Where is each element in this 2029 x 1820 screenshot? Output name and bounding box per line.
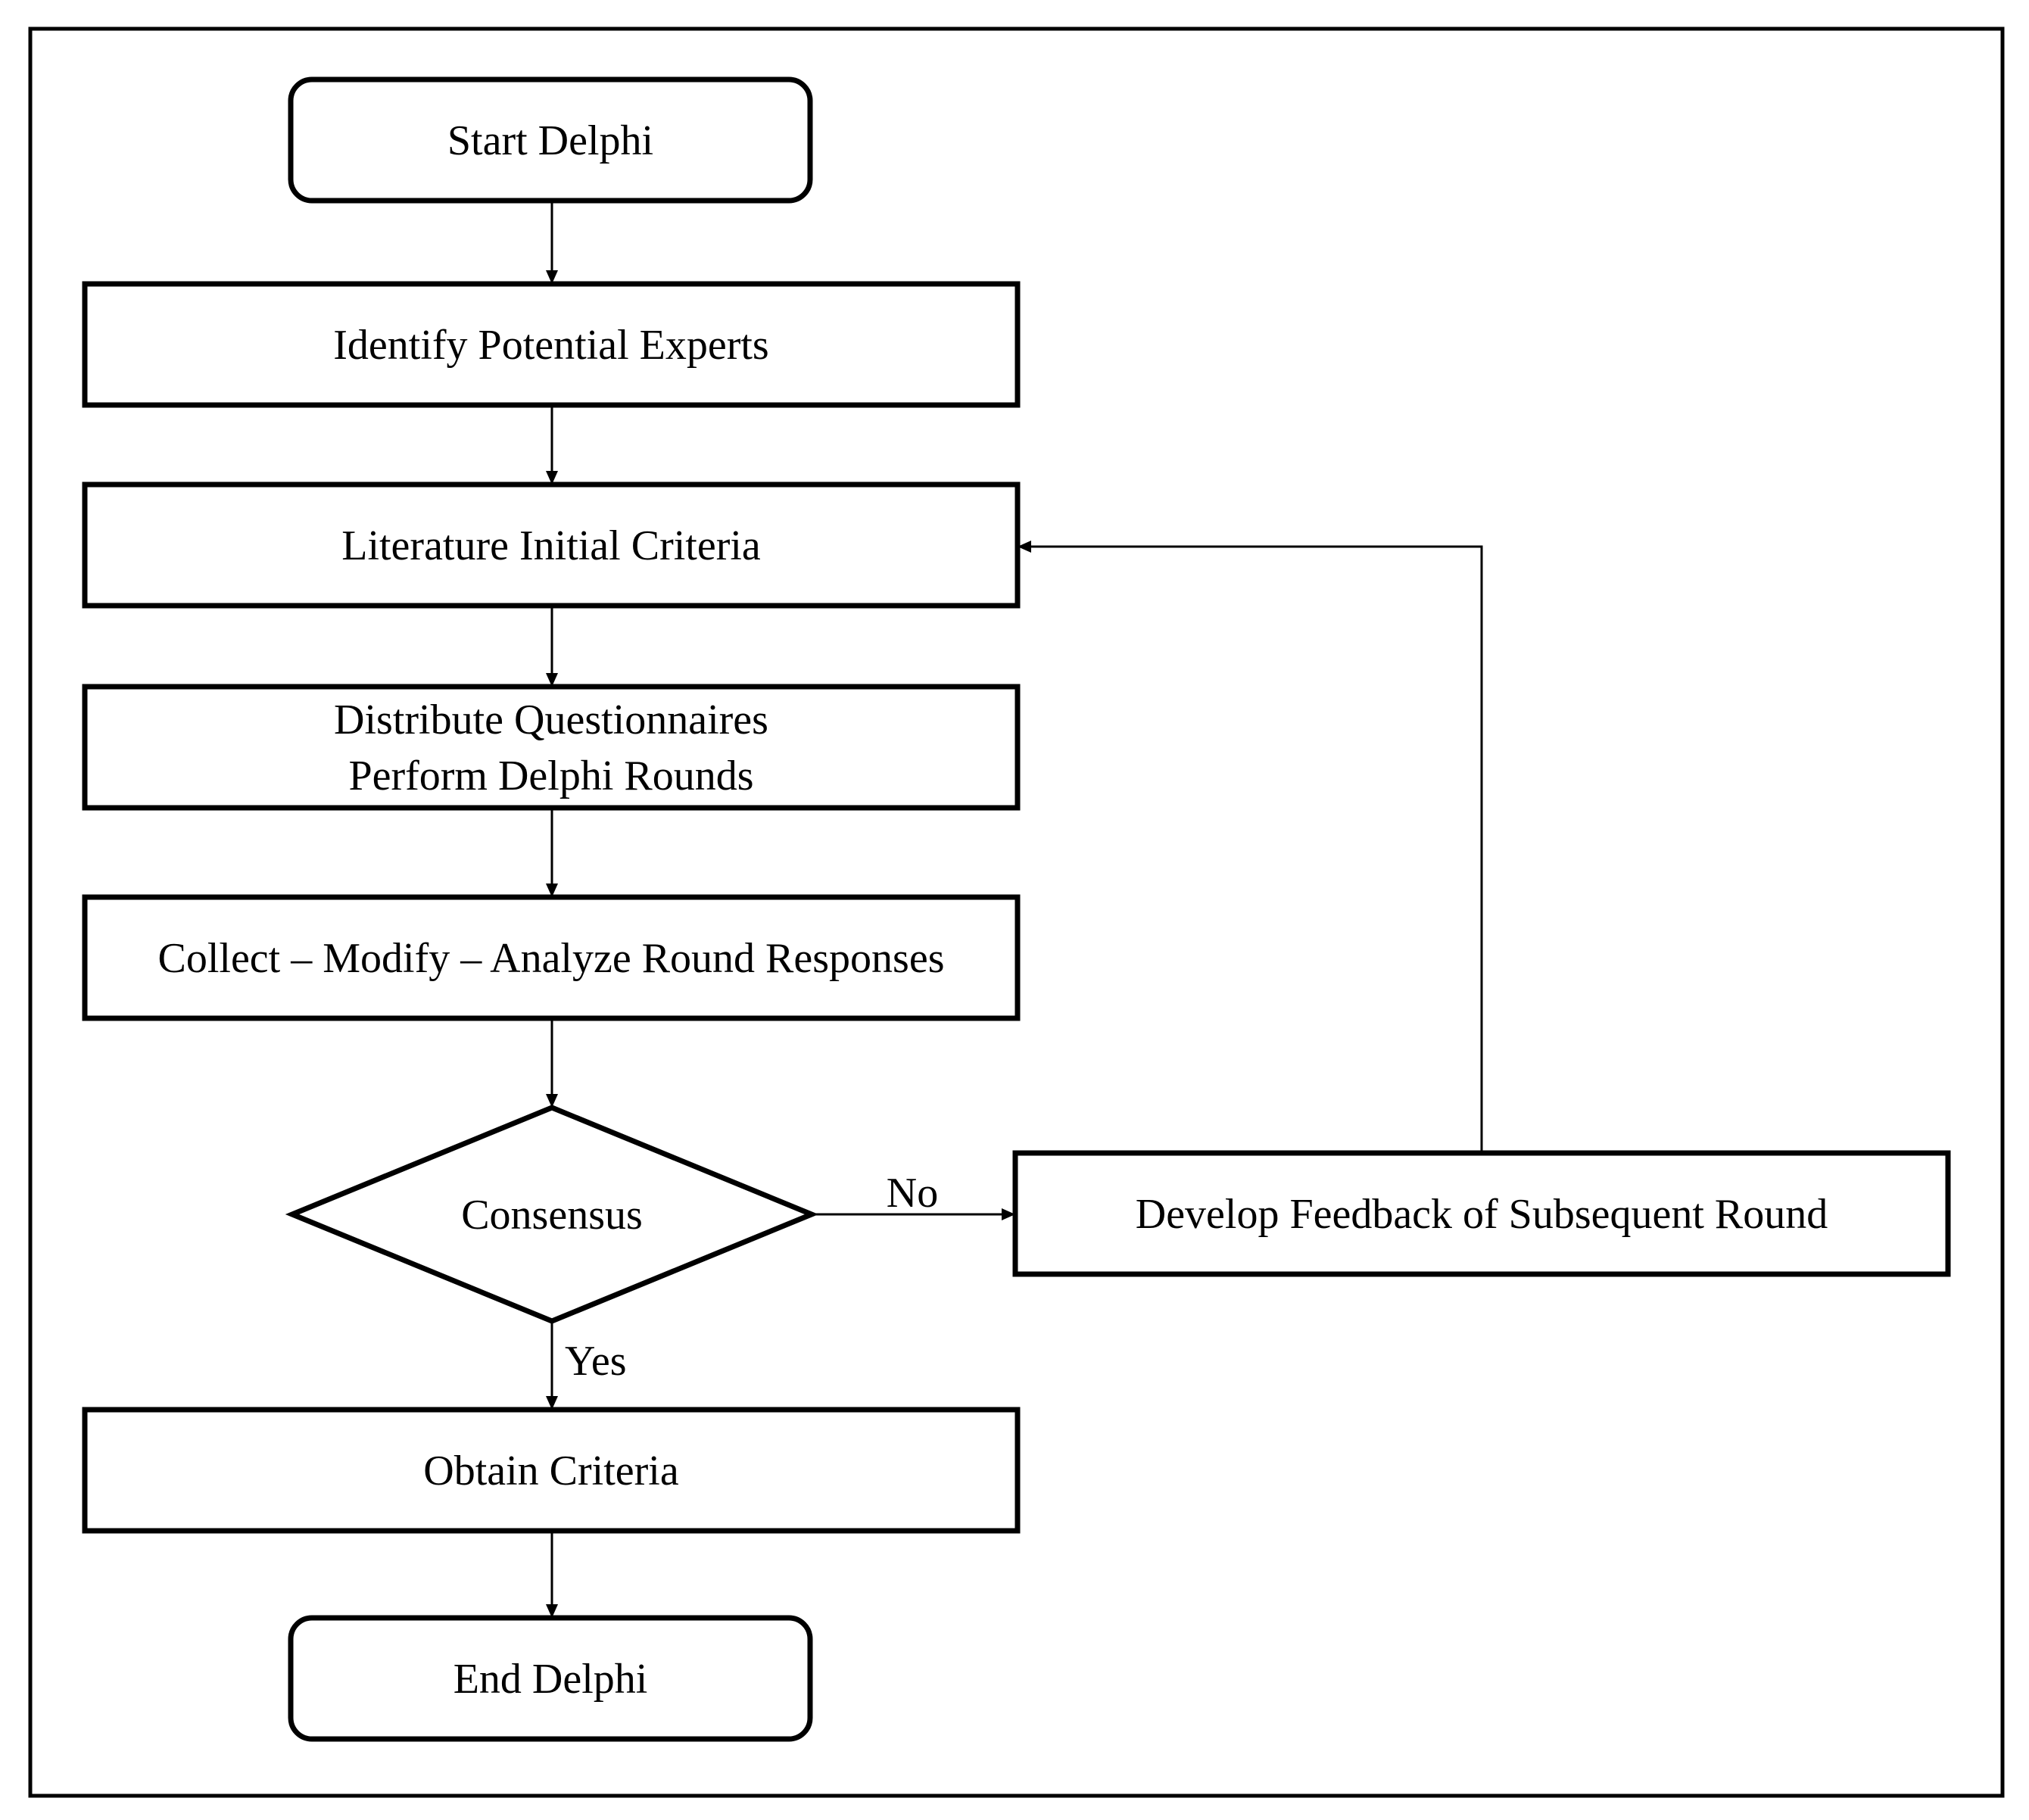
node-label: Consensus — [461, 1192, 643, 1239]
node-consensus: Consensus — [285, 1105, 819, 1324]
node-label: Collect – Modify – Analyze Round Respons… — [157, 935, 944, 982]
node-feedback: Develop Feedback of Subsequent Round — [1012, 1150, 1951, 1277]
node-label: End Delphi — [453, 1656, 648, 1703]
node-label: Distribute Questionnaires — [334, 697, 768, 743]
process-box — [82, 281, 1021, 408]
edge-feedback-to-literature — [1018, 541, 1483, 1153]
terminal-box — [288, 76, 813, 204]
decision-diamond — [285, 1105, 819, 1324]
node-label: Identify Potential Experts — [333, 322, 768, 369]
node-label: Start Delphi — [447, 117, 653, 164]
process-box — [82, 684, 1021, 811]
node-label: Develop Feedback of Subsequent Round — [1136, 1191, 1828, 1238]
node-start: Start Delphi — [288, 76, 813, 204]
node-collect: Collect – Modify – Analyze Round Respons… — [82, 894, 1021, 1021]
edge-label-yes: Yes — [565, 1338, 626, 1385]
edge-consensus-to-obtain: Yes — [546, 1321, 626, 1410]
node-label: Obtain Criteria — [423, 1448, 679, 1494]
process-box — [82, 481, 1021, 609]
node-obtain: Obtain Criteria — [82, 1407, 1021, 1534]
process-box — [82, 894, 1021, 1021]
edge-line — [1018, 541, 1483, 1153]
outer-frame — [28, 26, 2005, 1798]
node-label: Literature Initial Criteria — [341, 522, 761, 569]
process-box — [82, 1407, 1021, 1534]
node-label: Perform Delphi Rounds — [348, 753, 753, 799]
node-literature: Literature Initial Criteria — [82, 481, 1021, 609]
process-box — [1012, 1150, 1951, 1277]
node-end: End Delphi — [288, 1615, 813, 1742]
terminal-box — [288, 1615, 813, 1742]
edge-consensus-to-feedback: No — [812, 1170, 1015, 1220]
node-identify: Identify Potential Experts — [82, 281, 1021, 408]
edge-label-no: No — [887, 1170, 938, 1217]
